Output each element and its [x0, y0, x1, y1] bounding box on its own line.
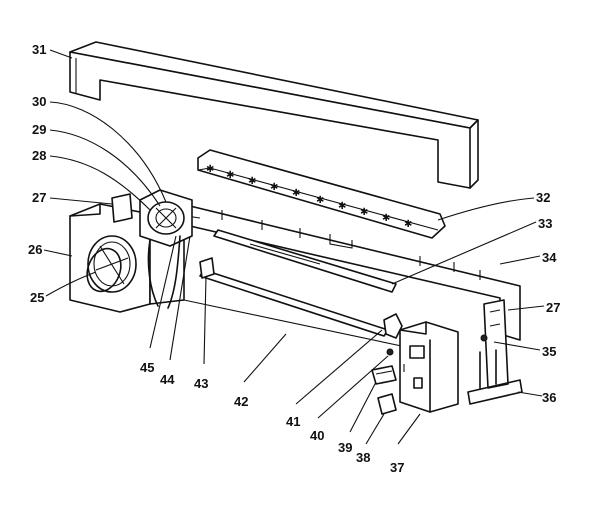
svg-text:✱: ✱: [404, 219, 412, 230]
heating-element-rod-part: [213, 229, 397, 293]
control-box-part: [399, 321, 459, 413]
svg-text:✱: ✱: [206, 164, 214, 175]
terminal-block-part: [383, 313, 403, 339]
callout-37: 37: [390, 460, 404, 475]
fastener-part: [480, 334, 488, 342]
callout-40: 40: [310, 428, 324, 443]
callout-43: 43: [194, 376, 208, 391]
control-dial: [87, 235, 137, 293]
callout-27-right: 27: [546, 300, 560, 315]
callout-34: 34: [542, 250, 557, 265]
callout-44: 44: [160, 372, 175, 387]
svg-text:✱: ✱: [270, 182, 278, 193]
right-end-support-part: [467, 349, 523, 405]
callout-26: 26: [28, 242, 42, 257]
svg-text:✱: ✱: [226, 170, 234, 181]
callout-35: 35: [542, 344, 556, 359]
fan-assembly-part: [139, 189, 193, 247]
relay-part: [377, 393, 397, 415]
callout-27-left: 27: [32, 190, 46, 205]
knob-ring-part: [86, 247, 122, 293]
svg-text:✱: ✱: [338, 201, 346, 212]
leader-lines: [43, 49, 545, 445]
callout-31: 31: [32, 42, 46, 57]
callout-41: 41: [286, 414, 300, 429]
callout-38: 38: [356, 450, 370, 465]
callout-33: 33: [538, 216, 552, 231]
clip-part: [199, 257, 215, 279]
svg-text:✱: ✱: [360, 207, 368, 218]
svg-text:✱: ✱: [382, 213, 390, 224]
element-bracket-part: ✱ ✱ ✱ ✱ ✱ ✱ ✱ ✱ ✱ ✱: [197, 149, 446, 239]
callout-39: 39: [338, 440, 352, 455]
callout-28: 28: [32, 148, 46, 163]
callout-36: 36: [542, 390, 556, 405]
screw-part: [386, 348, 394, 356]
switch-part: [371, 365, 397, 385]
callout-42: 42: [234, 394, 248, 409]
svg-text:✱: ✱: [316, 195, 324, 206]
callout-32: 32: [536, 190, 550, 205]
callout-labels: 31 30 29 28 27 26 25 45 44 43 42 41 40 3…: [28, 42, 560, 475]
right-mounting-bracket-part: [483, 299, 509, 389]
svg-text:✱: ✱: [248, 176, 256, 187]
left-mounting-bracket-part: [111, 193, 133, 223]
wire-harness-part: [147, 235, 181, 309]
callout-45: 45: [140, 360, 154, 375]
callout-25: 25: [30, 290, 44, 305]
top-cover-part: [69, 41, 479, 189]
svg-text:✱: ✱: [292, 188, 300, 199]
callout-29: 29: [32, 122, 46, 137]
callout-30: 30: [32, 94, 46, 109]
